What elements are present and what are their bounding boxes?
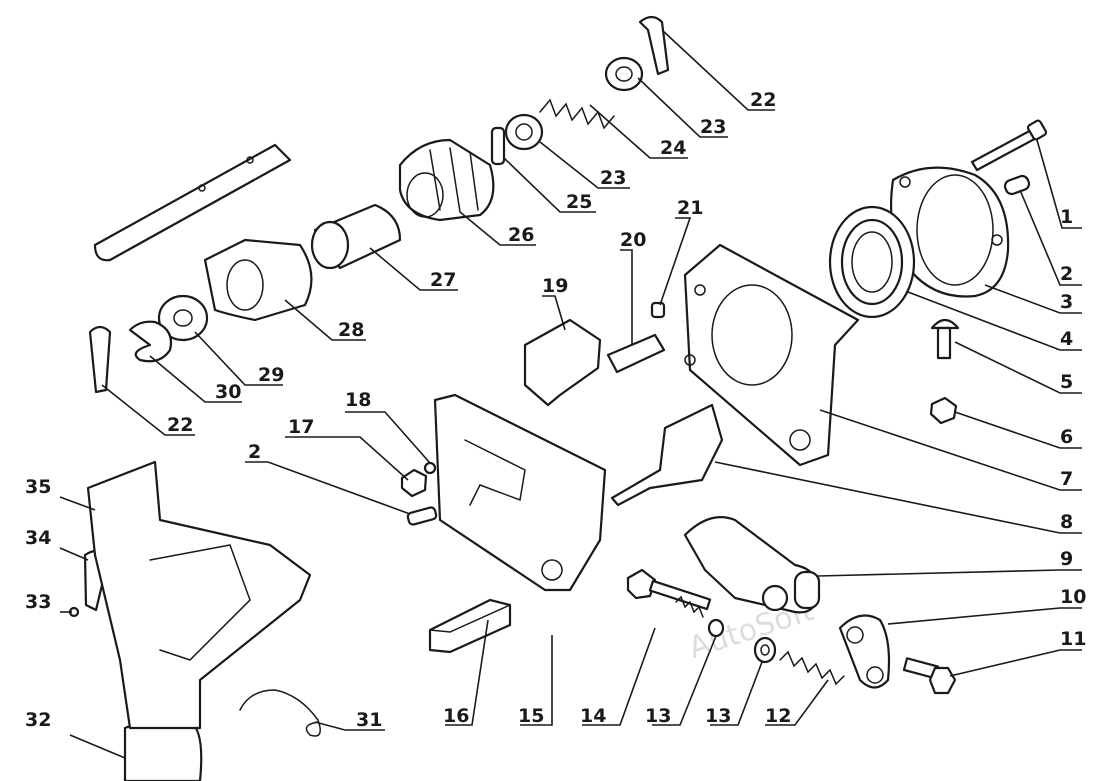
part-32-tube xyxy=(123,719,203,781)
callout-28: 28 xyxy=(338,319,364,341)
part-11-hex-bolt xyxy=(902,657,957,695)
part-16-key xyxy=(428,598,512,654)
part-4-gear-ring xyxy=(828,205,916,319)
part-18-small-washer xyxy=(423,461,437,475)
callout-16: 16 xyxy=(443,705,469,727)
part-5-screw xyxy=(930,318,960,360)
callout-2: 2 xyxy=(1060,263,1073,285)
part-2-stud xyxy=(406,506,438,526)
part-22-cotter-pin-left xyxy=(88,325,112,394)
part-1-long-bolt xyxy=(970,119,1048,172)
part-12-spring xyxy=(779,650,845,686)
part-30-snap-ring xyxy=(128,320,173,363)
callout-1: 1 xyxy=(1060,206,1073,228)
callout-23-top: 23 xyxy=(700,116,726,138)
callout-35: 35 xyxy=(25,476,51,498)
part-25-pin xyxy=(490,126,506,166)
callout-32: 32 xyxy=(25,709,51,731)
part-31-spring-clip xyxy=(239,689,321,737)
callout-22-left: 22 xyxy=(167,414,193,436)
part-24-spring xyxy=(539,98,615,130)
callout-5: 5 xyxy=(1060,371,1073,393)
callout-13-left: 13 xyxy=(645,705,671,727)
callout-labels: 1 2 3 4 5 6 7 8 9 10 11 12 13 13 14 15 1… xyxy=(25,89,1086,731)
callout-31: 31 xyxy=(356,709,382,731)
part-10-eye-link xyxy=(838,614,891,689)
part-23-washer-mid xyxy=(504,113,544,151)
callout-10: 10 xyxy=(1060,586,1086,608)
callout-19: 19 xyxy=(542,275,568,297)
part-7-mounting-plate xyxy=(683,243,860,467)
part-21-small-pin xyxy=(650,301,666,319)
callout-18: 18 xyxy=(345,389,371,411)
part-6-nut xyxy=(929,396,958,425)
part-15-bracket xyxy=(433,393,607,592)
callout-25: 25 xyxy=(566,191,592,213)
callout-17: 17 xyxy=(288,416,314,438)
callout-3: 3 xyxy=(1060,291,1073,313)
part-23-washer-top xyxy=(604,56,644,92)
part-22-cotter-pin-top xyxy=(638,15,670,76)
part-27-bushing xyxy=(310,203,402,270)
callout-30: 30 xyxy=(215,381,241,403)
callout-20: 20 xyxy=(620,229,646,251)
callout-26: 26 xyxy=(508,224,534,246)
callout-22-top: 22 xyxy=(750,89,776,111)
callout-7: 7 xyxy=(1060,468,1073,490)
callout-15: 15 xyxy=(518,705,544,727)
callout-34: 34 xyxy=(25,527,51,549)
callout-11: 11 xyxy=(1060,628,1086,650)
callout-4: 4 xyxy=(1060,328,1073,350)
callout-24: 24 xyxy=(660,137,686,159)
callout-8: 8 xyxy=(1060,511,1073,533)
callout-14: 14 xyxy=(580,705,606,727)
callout-13-right: 13 xyxy=(705,705,731,727)
callout-12: 12 xyxy=(765,705,791,727)
part-2-pin xyxy=(1003,174,1031,196)
part-26-gear xyxy=(398,138,495,222)
part-9-lever xyxy=(683,516,821,614)
part-35-pedal-bracket xyxy=(86,460,312,730)
callout-27: 27 xyxy=(430,269,456,291)
callout-6: 6 xyxy=(1060,426,1073,448)
part-8-bracket-clip xyxy=(610,403,724,507)
part-13-washer xyxy=(753,636,777,664)
part-28-sleeve xyxy=(203,238,313,322)
part-17-nut xyxy=(400,468,428,498)
part-29-washer xyxy=(157,294,209,342)
callout-29: 29 xyxy=(258,364,284,386)
part-19-clip xyxy=(523,318,602,407)
part-20-pin xyxy=(606,333,666,374)
part-14-bolt xyxy=(626,568,725,638)
callout-33: 33 xyxy=(25,591,51,613)
callout-23-mid: 23 xyxy=(600,167,626,189)
shaft xyxy=(93,143,292,262)
callout-9: 9 xyxy=(1060,548,1073,570)
callout-21: 21 xyxy=(677,197,703,219)
leader-lines xyxy=(59,29,1082,759)
callout-2-left: 2 xyxy=(248,441,261,463)
